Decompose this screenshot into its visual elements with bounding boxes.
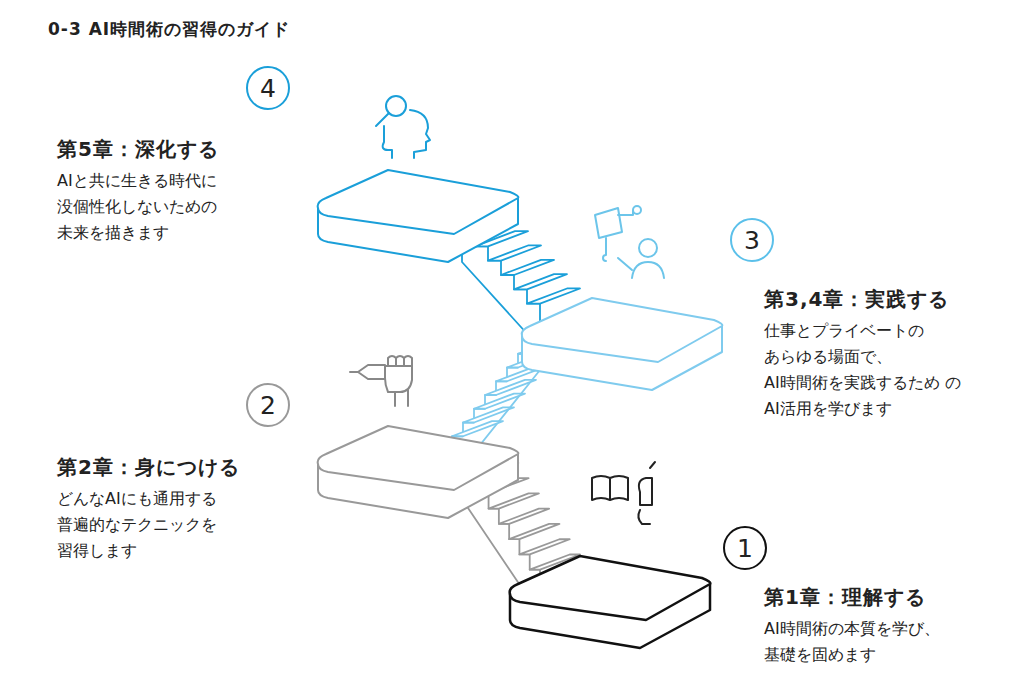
- stair-tread: [501, 260, 554, 275]
- chapter-description: AIと共に生きる時代に 没個性化しないための 未来を描きます: [57, 168, 287, 246]
- chart-person-icon: [595, 206, 664, 278]
- step-number-circle: 2第2章：身につけるどんなAIにも通用する 普遍的なテクニックを 習得します: [246, 383, 290, 427]
- step-platform: [318, 426, 519, 518]
- step-number: 4: [248, 68, 288, 108]
- fist-pen-icon: [350, 356, 412, 406]
- figure-title: 0-3 AI時間術の習得のガイド: [48, 18, 290, 41]
- chapter-heading: 第1章：理解する: [764, 584, 926, 611]
- chapter-heading: 第5章：深化する: [57, 136, 219, 163]
- step-platform: [318, 170, 519, 262]
- stair-tread: [452, 421, 503, 436]
- platform-top: [318, 426, 519, 490]
- step-number: 2: [248, 385, 288, 425]
- stair-tread: [499, 509, 549, 524]
- stair-tread: [474, 394, 525, 409]
- step-number: 1: [725, 528, 765, 568]
- step-platform: [522, 298, 723, 390]
- stair-tread: [489, 493, 539, 508]
- head-magnifier-icon: [376, 96, 430, 158]
- stair-tread: [514, 274, 567, 289]
- stair-tread: [488, 245, 541, 260]
- chapter-description: どんなAIにも通用する 普遍的なテクニックを 習得します: [57, 486, 297, 564]
- step-number: 3: [732, 220, 772, 260]
- chapter-description: 仕事とプライベートの あらゆる場面で、 AI時間術を実践するため の AI活用を…: [764, 318, 979, 422]
- platform-top: [522, 298, 723, 362]
- platform-top: [510, 556, 711, 620]
- stair-tread: [527, 288, 580, 303]
- step-number-circle: 4第5章：深化するAIと共に生きる時代に 没個性化しないための 未来を描きます: [246, 66, 290, 110]
- stair-tread: [485, 380, 536, 395]
- stair-tread: [519, 539, 569, 554]
- stair-tread: [463, 407, 514, 422]
- book-icon: [592, 462, 655, 524]
- stair-tread: [509, 524, 559, 539]
- platform-top: [318, 170, 519, 234]
- step-number-circle: 1第1章：理解するAI時間術の本質を学び、 基礎を固めます: [723, 526, 767, 570]
- step-platform: [510, 556, 711, 648]
- chapter-heading: 第3,4章：実践する: [764, 286, 949, 313]
- chapter-heading: 第2章：身につける: [57, 454, 240, 481]
- step-number-circle: 3第3,4章：実践する仕事とプライベートの あらゆる場面で、 AI時間術を実践す…: [730, 218, 774, 262]
- chapter-description: AI時間術の本質を学び、 基礎を固めます: [764, 616, 984, 668]
